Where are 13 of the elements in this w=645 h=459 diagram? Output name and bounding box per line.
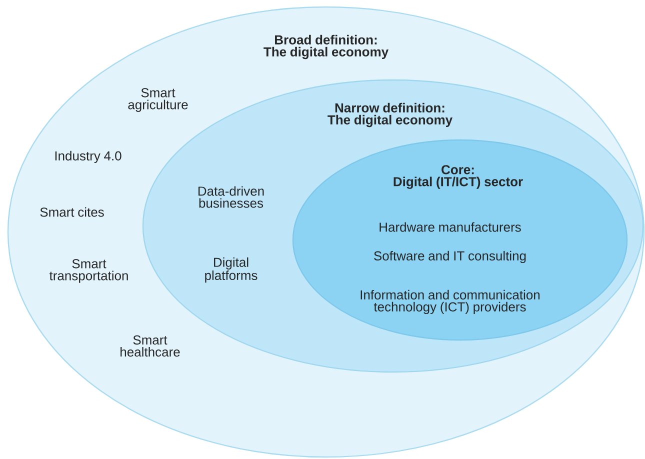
label-text: Smart healthcare bbox=[120, 335, 180, 357]
label-text: Hardware manufacturers bbox=[380, 222, 521, 232]
heading: Broad definition: The digital economy bbox=[264, 34, 388, 60]
label-text: Digital platforms bbox=[205, 257, 258, 283]
heading: Narrow definition: The digital economy bbox=[328, 102, 452, 128]
heading: Core: Digital (IT/ICT) sector bbox=[394, 165, 523, 189]
label-text: Data-driven businesses bbox=[198, 186, 264, 208]
label-text: Industry 4.0 bbox=[55, 150, 122, 164]
label-text: Software and IT consulting bbox=[374, 250, 526, 264]
label-text: Smart transportation bbox=[49, 259, 128, 283]
label-text: Information and communication technology (ICT) providers bbox=[360, 290, 540, 314]
label-text: Smart cites bbox=[40, 207, 104, 217]
label-text: Smart agriculture bbox=[128, 88, 188, 112]
